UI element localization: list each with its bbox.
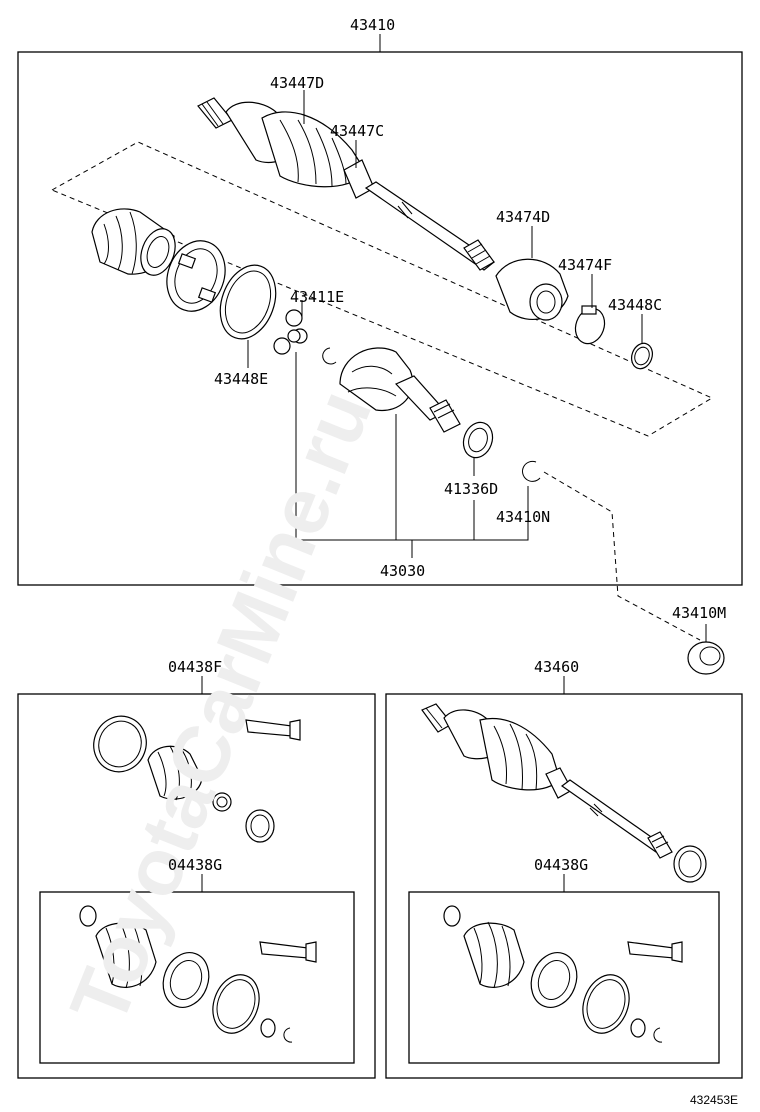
label-inboard-joint[interactable]: 43030 (380, 562, 425, 580)
label-damper[interactable]: 43474D (496, 208, 550, 226)
label-boot-clamp-small[interactable]: 43448C (608, 296, 662, 314)
label-tripod-joint[interactable]: 43411E (290, 288, 344, 306)
inboard-joint (339, 347, 461, 433)
label-outer-boot[interactable]: 43447C (330, 122, 384, 140)
drive-shaft-top (197, 97, 496, 271)
boot-clamp-small (631, 342, 653, 370)
boot-clamp-large (219, 264, 277, 340)
label-dust-seal[interactable]: 41336D (444, 480, 498, 498)
snap-ring-small (322, 347, 337, 365)
label-outer-cv-joint[interactable]: 43447D (270, 74, 324, 92)
dust-seal (462, 421, 494, 459)
leaders-top (247, 90, 643, 558)
label-boot-kit-inner-left[interactable]: 04438G (168, 856, 222, 874)
frame-boot-kit-outer (17, 693, 376, 1079)
label-assembly-top[interactable]: 43410 (350, 16, 395, 34)
label-outboard-assembly[interactable]: 43460 (534, 658, 579, 676)
label-boot-kit-outer[interactable]: 04438F (168, 658, 222, 676)
watermark-text: ToyotaCarMine.ru (53, 378, 388, 1036)
label-damper-clamp[interactable]: 43474F (558, 256, 612, 274)
leader-oil-seal (543, 471, 701, 641)
tripod-housing (166, 240, 226, 312)
exploded-view-region (50, 141, 714, 437)
boot-kit-outer-parts (93, 715, 301, 843)
label-snap-ring[interactable]: 43410N (496, 508, 550, 526)
damper (495, 258, 569, 321)
label-boot-kit-inner-right[interactable]: 04438G (534, 856, 588, 874)
frame-boot-kit-inner-left (39, 891, 355, 1064)
tripod-joint (273, 309, 308, 355)
inner-boot (91, 208, 176, 276)
damper-clamp (574, 305, 606, 345)
snap-ring (522, 460, 541, 482)
label-boot-clamp-large[interactable]: 43448E (214, 370, 268, 388)
label-oil-seal[interactable]: 43410M (672, 604, 726, 622)
boot-kit-inner-left-parts (79, 905, 317, 1043)
oil-seal (687, 624, 725, 675)
outboard-assembly-parts (421, 703, 707, 883)
boot-kit-inner-right-parts (443, 905, 683, 1043)
figure-reference: 432453E (690, 1093, 738, 1107)
